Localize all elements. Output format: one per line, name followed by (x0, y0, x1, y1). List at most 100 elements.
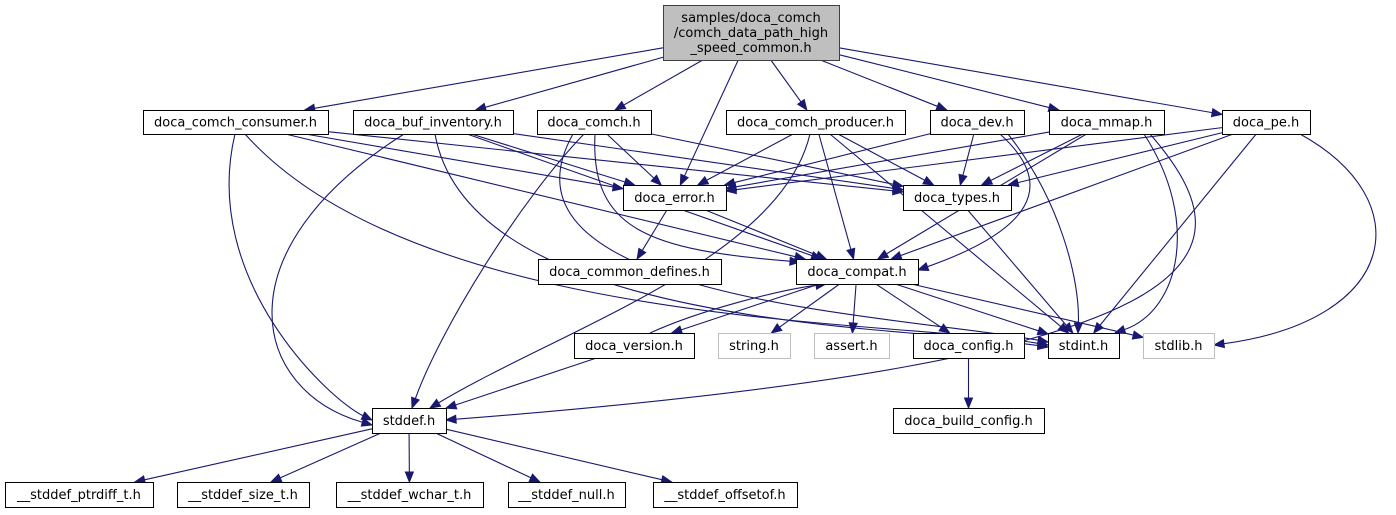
node-box (653, 482, 798, 508)
node-null[interactable]: __stddef_null.h (508, 482, 626, 508)
edge-line (927, 133, 1031, 268)
arrowhead-icon (724, 184, 738, 195)
node-consumer[interactable]: doca_comch_consumer.h (143, 110, 329, 135)
edge-line (314, 47, 664, 109)
node-bufinv[interactable]: doca_buf_inventory.h (353, 110, 514, 135)
edge-mmap-to-stddef (444, 133, 1196, 424)
arrowhead-icon (958, 173, 968, 187)
node-wchar[interactable]: __stddef_wchar_t.h (336, 482, 484, 508)
node-stdint[interactable]: stdint.h (1048, 333, 1120, 359)
arrowhead-icon (444, 414, 457, 424)
edge-line (641, 209, 668, 251)
edge-line (305, 133, 614, 188)
node-dev[interactable]: doca_dev.h (930, 110, 1025, 135)
edge-line (285, 133, 796, 258)
node-label: /comch_data_path_high (674, 26, 828, 41)
node-producer[interactable]: doca_comch_producer.h (726, 110, 906, 135)
arrowhead-icon (922, 175, 935, 186)
node-label: string.h (729, 339, 779, 354)
edge-pe-to-compat (889, 133, 1234, 260)
node-label: assert.h (825, 339, 877, 354)
edge-consumer-to-stddef (228, 133, 374, 421)
edge-comch-to-types (650, 133, 905, 189)
arrowhead-icon (1131, 330, 1145, 340)
edge-root-to-producer (770, 59, 808, 112)
node-root: samples/doca_comch/comch_data_path_high_… (663, 5, 840, 61)
arrowhead-icon (444, 400, 458, 410)
edge-pe-to-stdint (1092, 133, 1257, 335)
node-label: doca_types.h (914, 191, 1000, 206)
node-mmap[interactable]: doca_mmap.h (1049, 110, 1165, 135)
edge-line (649, 284, 817, 334)
edge-line (990, 133, 1083, 181)
node-label: doca_pe.h (1233, 116, 1299, 131)
arrowhead-icon (613, 100, 627, 111)
arrowhead-icon (623, 177, 636, 187)
arrowhead-icon (876, 249, 890, 260)
edge-line (327, 131, 894, 192)
node-box (5, 482, 154, 508)
node-box (574, 333, 695, 359)
node-label: doca_config.h (924, 339, 1014, 354)
edge-line (735, 131, 1050, 188)
edge-line (414, 133, 585, 399)
node-types[interactable]: doca_types.h (903, 185, 1012, 211)
node-box (796, 259, 919, 285)
edge-root-to-dev (820, 59, 948, 111)
edge-line (606, 133, 655, 179)
edge-line (455, 133, 1196, 420)
arrowhead-icon (360, 417, 374, 427)
edge-stddef-to-null (435, 432, 542, 483)
edge-line (1099, 133, 1257, 326)
node-stddef[interactable]: stddef.h (372, 408, 447, 434)
node-error[interactable]: doca_error.h (623, 185, 727, 211)
node-build-config[interactable]: doca_build_config.h (893, 408, 1045, 434)
edge-consumer-to-stdint (244, 133, 1050, 348)
node-box (537, 110, 652, 135)
node-label: doca_comch_producer.h (737, 116, 894, 131)
node-box (930, 110, 1025, 135)
node-box (663, 5, 840, 61)
arrowhead-icon (963, 397, 974, 410)
node-label: stdlib.h (1155, 339, 1203, 354)
node-config[interactable]: doca_config.h (913, 333, 1025, 359)
edge-line (967, 209, 1067, 326)
node-label: __stddef_offsetof.h (663, 488, 785, 503)
node-label: __stddef_wchar_t.h (347, 488, 472, 503)
node-offsetof[interactable]: __stddef_offsetof.h (653, 482, 798, 508)
node-compat[interactable]: doca_compat.h (796, 259, 919, 285)
edge-line (1124, 133, 1178, 331)
arrowhead-icon (636, 247, 647, 261)
edge-stddef-to-ptrdiff (133, 428, 373, 485)
edge-bufinv-to-error (471, 133, 636, 187)
node-ptrdiff[interactable]: __stddef_ptrdiff_t.h (5, 482, 154, 508)
node-pe[interactable]: doca_pe.h (1222, 110, 1311, 135)
edge-comch-to-stdint (559, 133, 1050, 345)
node-version[interactable]: doca_version.h (574, 333, 695, 359)
node-common-defines[interactable]: doca_common_defines.h (538, 259, 722, 285)
edge-compat-to-assert (848, 283, 858, 335)
node-box (726, 110, 906, 135)
node-label: doca_dev.h (940, 116, 1013, 131)
node-comch[interactable]: doca_comch.h (537, 110, 652, 135)
edge-line (779, 283, 840, 328)
edge-line (820, 59, 938, 107)
edge-line (770, 59, 802, 103)
edge-compat-to-config (875, 283, 951, 334)
edges-layer (133, 47, 1377, 485)
edge-line (594, 133, 791, 262)
node-size-t[interactable]: __stddef_size_t.h (177, 482, 310, 508)
node-label: doca_common_defines.h (549, 265, 710, 280)
edge-line (852, 283, 857, 324)
edge-line (900, 133, 1234, 257)
node-label: doca_error.h (634, 191, 714, 206)
node-label: doca_buf_inventory.h (364, 116, 502, 131)
node-label: __stddef_size_t.h (187, 488, 298, 503)
node-label: doca_compat.h (807, 265, 906, 280)
edge-dev-to-types (958, 133, 975, 187)
node-label: doca_mmap.h (1061, 116, 1153, 131)
arrowhead-icon (411, 396, 421, 410)
node-box (143, 110, 329, 135)
arrowhead-icon (650, 174, 663, 186)
